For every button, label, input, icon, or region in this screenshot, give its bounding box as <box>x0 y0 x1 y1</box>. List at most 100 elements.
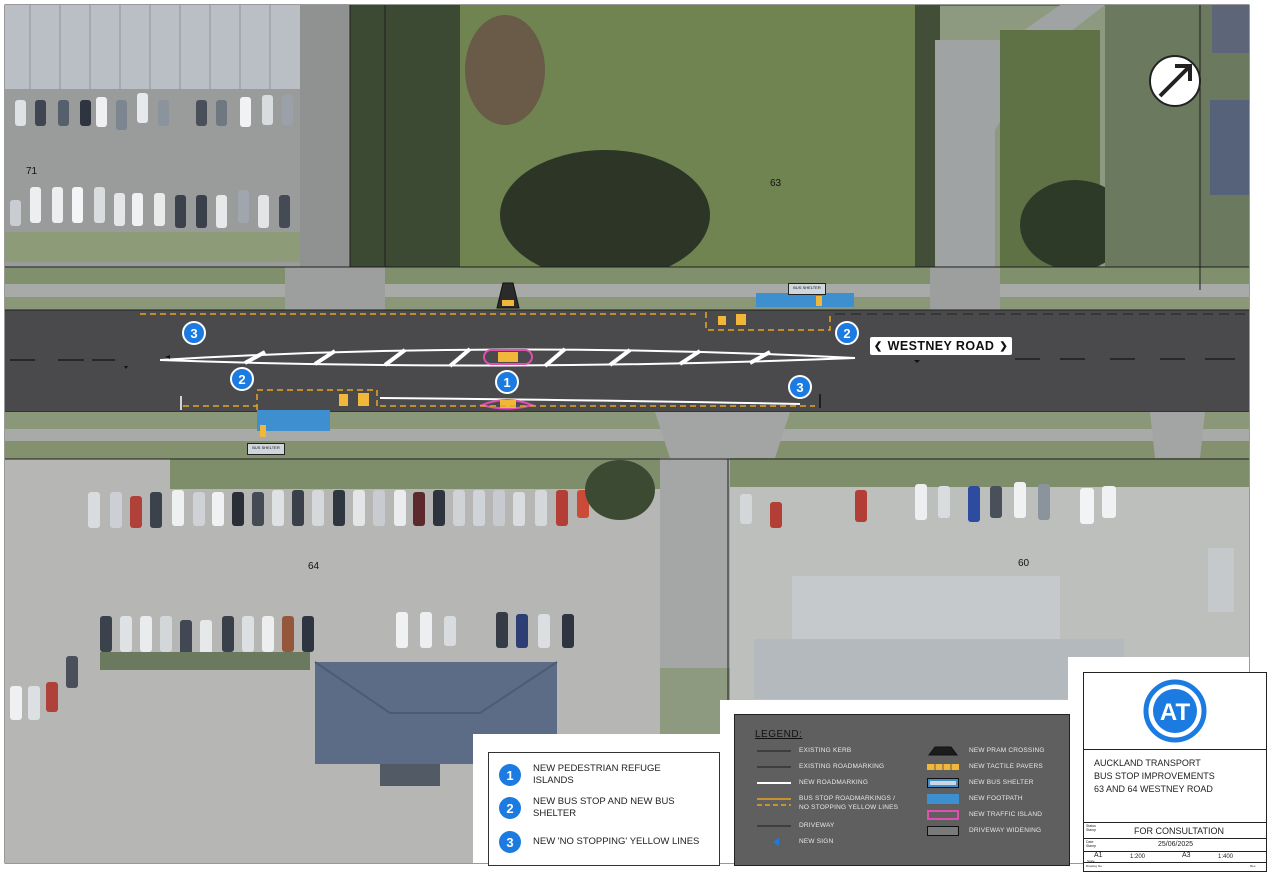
legend-new-traffic-island: NEW TRAFFIC ISLAND <box>969 811 1043 818</box>
legend-symbol-footpath <box>927 794 959 804</box>
driveway-south-64 <box>655 412 790 458</box>
north-driveway-crossing <box>285 267 385 310</box>
drawing-no-caption: Drawing No. <box>1086 864 1103 868</box>
north-footpath <box>5 284 1249 297</box>
legend-symbol-new-roadmarking <box>757 782 791 784</box>
legend-symbol-driveway <box>757 825 791 827</box>
marker-bus-stop-south[interactable]: 2 <box>230 367 254 391</box>
key-text-1: NEW PEDESTRIAN REFUGE ISLANDS <box>533 763 661 786</box>
legend-symbol-existing-kerb <box>757 750 791 752</box>
bus-stop-marking-north-b <box>736 314 746 325</box>
property-number-71: 71 <box>26 166 38 177</box>
title-organisation: AUCKLAND TRANSPORT <box>1094 758 1201 768</box>
bus-stop-marking-north-a <box>718 316 726 325</box>
south-lane-line <box>379 397 801 405</box>
key-number-1: 1 <box>499 764 521 786</box>
legend-title: LEGEND: <box>755 729 803 740</box>
parked-cars-64-row1 <box>88 490 589 528</box>
scale-a3: 1:400 <box>1218 854 1234 860</box>
legend-new-tactile-pavers: NEW TACTILE PAVERS <box>969 763 1043 770</box>
flush-median-outline <box>159 348 856 367</box>
marker-no-stopping-west[interactable]: 3 <box>182 321 206 345</box>
property-number-63: 63 <box>770 178 782 189</box>
key-number-2: 2 <box>499 797 521 819</box>
legend-new-footpath: NEW FOOTPATH <box>969 795 1023 802</box>
key-text-2: NEW BUS STOP AND NEW BUS SHELTER <box>533 796 675 819</box>
scale-caption: Scale <box>1087 859 1095 863</box>
house-roof-east-top <box>1212 5 1249 53</box>
refuge-island-tactile <box>498 352 518 362</box>
legend-new-sign: NEW SIGN <box>799 838 834 845</box>
carpark-64-grass <box>170 459 660 489</box>
lot-60-grass <box>730 459 1249 487</box>
legend-existing-roadmarking: EXISTING ROADMARKING <box>799 763 885 770</box>
driveway-south-64-lane <box>660 458 730 668</box>
bus-shelter-south: BUS SHELTER <box>247 443 285 455</box>
driveway-south-60 <box>1150 412 1205 458</box>
north-verge <box>5 297 1249 310</box>
bus-stop-marking-south-b <box>358 393 369 406</box>
north-driveway-crossing-63 <box>930 267 1000 310</box>
status-row: Status Stamp FOR CONSULTATION <box>1084 822 1266 839</box>
legend-symbol-driveway-widening <box>927 826 959 836</box>
parked-cars-64-row2 <box>100 612 574 654</box>
new-sign-icon-west <box>124 366 128 369</box>
legend: LEGEND: EXISTING KERB EXISTING ROADMARKI… <box>734 714 1070 866</box>
parked-cars-64-west <box>10 656 78 720</box>
road-label-chevron-right-icon: ❯ <box>999 340 1009 352</box>
new-footpath-north <box>756 293 854 307</box>
grass-strip-71 <box>5 232 301 262</box>
bus-stop-box-south <box>256 389 378 410</box>
marker-refuge-island[interactable]: 1 <box>495 370 519 394</box>
legend-symbol-traffic-island <box>927 810 959 820</box>
marker-bus-stop-north[interactable]: 2 <box>835 321 859 345</box>
legend-symbol-tactile-pavers <box>927 764 959 770</box>
property-boundaries <box>5 5 1249 863</box>
centre-line-dashes <box>10 358 1235 361</box>
refuge-island-south-tactile <box>500 400 516 408</box>
date-stamp: 25/06/2025 <box>1158 841 1194 848</box>
at-logo-icon: AT <box>1143 679 1207 743</box>
drawing-row: Drawing No. Rev. <box>1084 862 1266 871</box>
legend-symbol-pram-crossing <box>928 746 958 756</box>
road-name-label: ❮ WESTNEY ROAD ❯ <box>870 337 1012 355</box>
pram-crossing-north-tactile <box>502 300 514 306</box>
road-name-text: WESTNEY ROAD <box>887 339 995 353</box>
works-key: 1 NEW PEDESTRIAN REFUGE ISLANDS 2 NEW BU… <box>488 752 720 866</box>
scale-a1: 1:200 <box>1130 854 1146 860</box>
title-lines: AUCKLAND TRANSPORT BUS STOP IMPROVEMENTS… <box>1094 757 1215 796</box>
date-caption: Date Stamp <box>1086 840 1097 848</box>
bus-stop-marking-south-a <box>339 394 348 406</box>
rev-caption: Rev. <box>1250 864 1256 868</box>
legend-symbol-bus-shelter <box>927 778 959 788</box>
marker-no-stopping-east[interactable]: 3 <box>788 375 812 399</box>
new-footpath-south <box>257 410 330 431</box>
north-berm <box>5 267 1249 284</box>
legend-new-roadmarking: NEW ROADMARKING <box>799 779 869 786</box>
palm-63 <box>1020 180 1130 270</box>
building-60-shed <box>1208 548 1234 612</box>
tree-63-b <box>465 15 545 125</box>
scale-row: A1 Scale 1:200 A3 1:400 <box>1084 851 1266 863</box>
warehouse-roof-71 <box>5 5 303 89</box>
key-item-1: 1 NEW PEDESTRIAN REFUGE ISLANDS <box>499 763 703 787</box>
legend-driveway: DRIVEWAY <box>799 822 835 829</box>
building-64-roof-ridge <box>314 661 558 714</box>
auckland-transport-logo: AT <box>1084 673 1266 750</box>
parked-cars-60 <box>740 482 1116 528</box>
title-project: BUS STOP IMPROVEMENTS <box>1094 771 1215 781</box>
sheet-a1: A1 <box>1094 852 1103 859</box>
legend-new-sign-icon <box>773 838 779 846</box>
key-text-3: NEW 'NO STOPPING' YELLOW LINES <box>533 836 700 847</box>
date-row: Date Stamp 25/06/2025 <box>1084 838 1266 852</box>
legend-no-stopping-yellow-lines: NO STOPPING YELLOW LINES <box>799 804 899 811</box>
south-berm <box>5 441 1249 459</box>
flush-median-hatching <box>244 347 771 368</box>
sheet-a3: A3 <box>1182 852 1191 859</box>
bus-shelter-north: BUS SHELTER <box>788 283 826 295</box>
tactile-north-stop <box>816 296 822 306</box>
roof-ribs-71 <box>29 5 271 89</box>
building-60-roof-lower <box>754 639 1124 699</box>
house-roof-east <box>1210 100 1249 195</box>
